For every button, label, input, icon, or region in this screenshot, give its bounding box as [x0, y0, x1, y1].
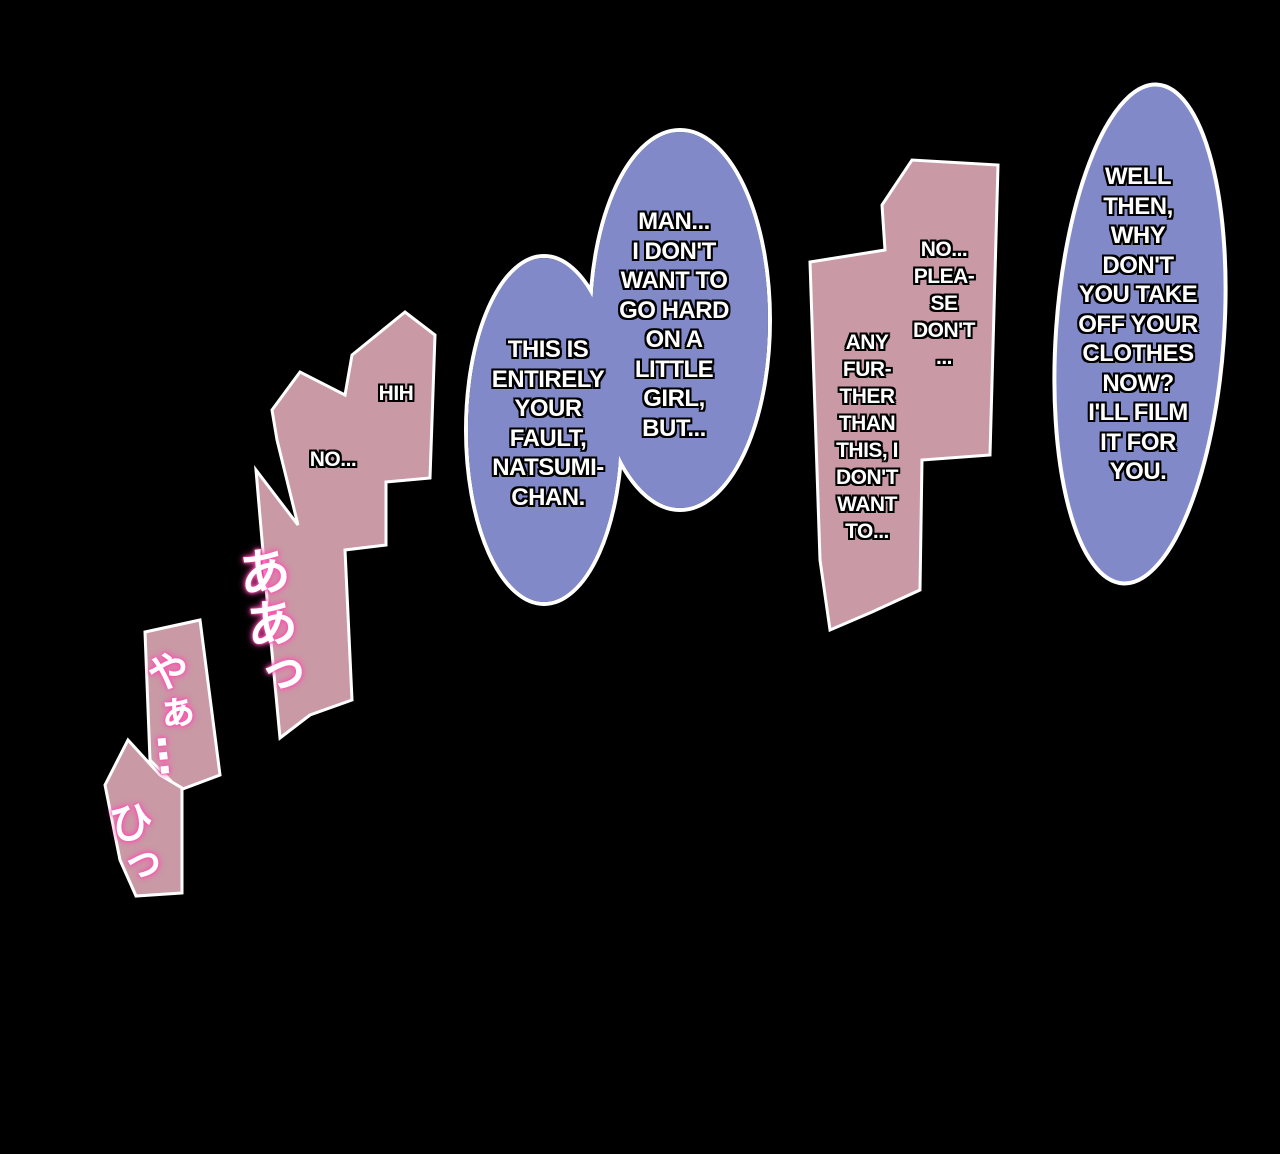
bubble-text-man: MAN... I DON'T WANT TO GO HARD ON A LITT…	[619, 208, 729, 442]
blue-bubble-well-then	[1052, 82, 1228, 586]
sfx-yaa: やぁ…	[138, 647, 201, 779]
bubble-text-well-then: WELL THEN, WHY DON'T YOU TAKE OFF YOUR C…	[1078, 163, 1198, 485]
bubble-text-hih: HIH	[378, 382, 414, 405]
sfx-hi: ひっ	[97, 796, 164, 892]
pink-bubble-hih	[254, 310, 437, 741]
pink-bubble-further	[808, 158, 1000, 633]
pink-bubble-hi	[103, 737, 184, 898]
blue-bubble-man	[464, 128, 772, 606]
bubble-text-fault: THIS IS ENTIRELY YOUR FAULT, NATSUMI- CH…	[491, 336, 605, 511]
bubble-text-further: ANY FUR- THER THAN THIS, I DON'T WANT TO…	[836, 331, 899, 543]
bubble-text-please: NO... PLEA- SE DON'T ...	[913, 238, 976, 369]
bubble-text-no: NO...	[309, 448, 357, 471]
pink-bubble-yaa	[143, 618, 222, 792]
